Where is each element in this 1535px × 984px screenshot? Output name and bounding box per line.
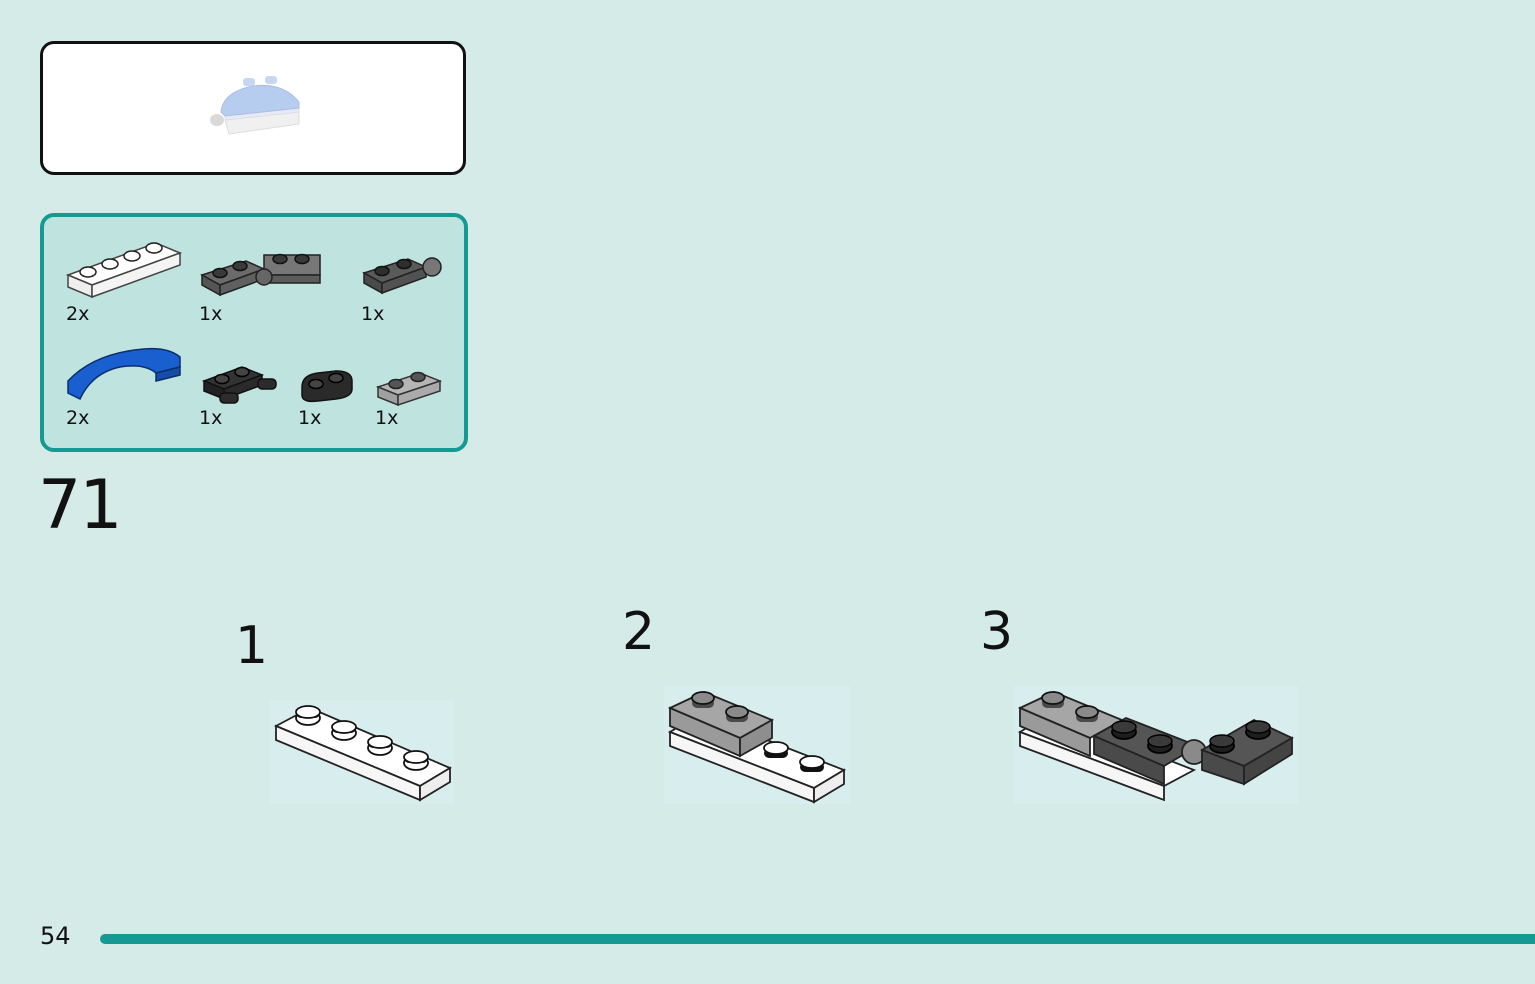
part-qty: 1x: [375, 407, 399, 429]
faded-assembly-preview-icon: [210, 76, 300, 135]
black-rounded-plate-icon: [301, 370, 353, 403]
page-footer-rule: [100, 934, 1535, 944]
part-qty: 2x: [66, 407, 90, 429]
black-plate-with-clips-icon: [201, 366, 277, 404]
substep-3-illustration: [1014, 686, 1298, 808]
white-plate-assembly-icon: [270, 700, 454, 804]
assembly-preview-box: [40, 41, 466, 175]
light-gray-1x2-plate-icon: [375, 371, 443, 407]
part-hinge-plate: [198, 247, 324, 303]
white-1x4-plate-icon: [65, 242, 183, 299]
blue-curved-slope-icon: [67, 347, 181, 401]
parts-list-panel: 2x 1x 1x: [40, 213, 468, 452]
part-light-gray-plate: [374, 363, 446, 411]
part-qty: 1x: [199, 407, 223, 429]
part-qty: 1x: [199, 303, 223, 325]
part-qty: 2x: [66, 303, 90, 325]
substep-number: 3: [980, 602, 1014, 662]
substep-number: 2: [622, 602, 656, 662]
step-number: 71: [38, 466, 123, 545]
part-curved-slope: [64, 341, 184, 405]
part-white-plate: [64, 239, 184, 301]
dark-gray-hinge-plate-icon: [200, 253, 321, 297]
page-number: 54: [40, 922, 71, 950]
part-clip-plate: [198, 357, 282, 409]
substep-1-illustration: [270, 700, 454, 808]
part-qty: 1x: [361, 303, 385, 325]
hinged-plate-assembly-icon: [1014, 686, 1298, 804]
substep-number: 1: [235, 616, 269, 676]
gray-on-white-plate-assembly-icon: [664, 686, 850, 804]
dark-gray-plate-with-ball-icon: [362, 257, 442, 295]
part-qty: 1x: [298, 407, 322, 429]
part-ball-plate: [360, 249, 444, 303]
part-rounded-plate: [296, 365, 356, 409]
substep-2-illustration: [664, 686, 850, 808]
